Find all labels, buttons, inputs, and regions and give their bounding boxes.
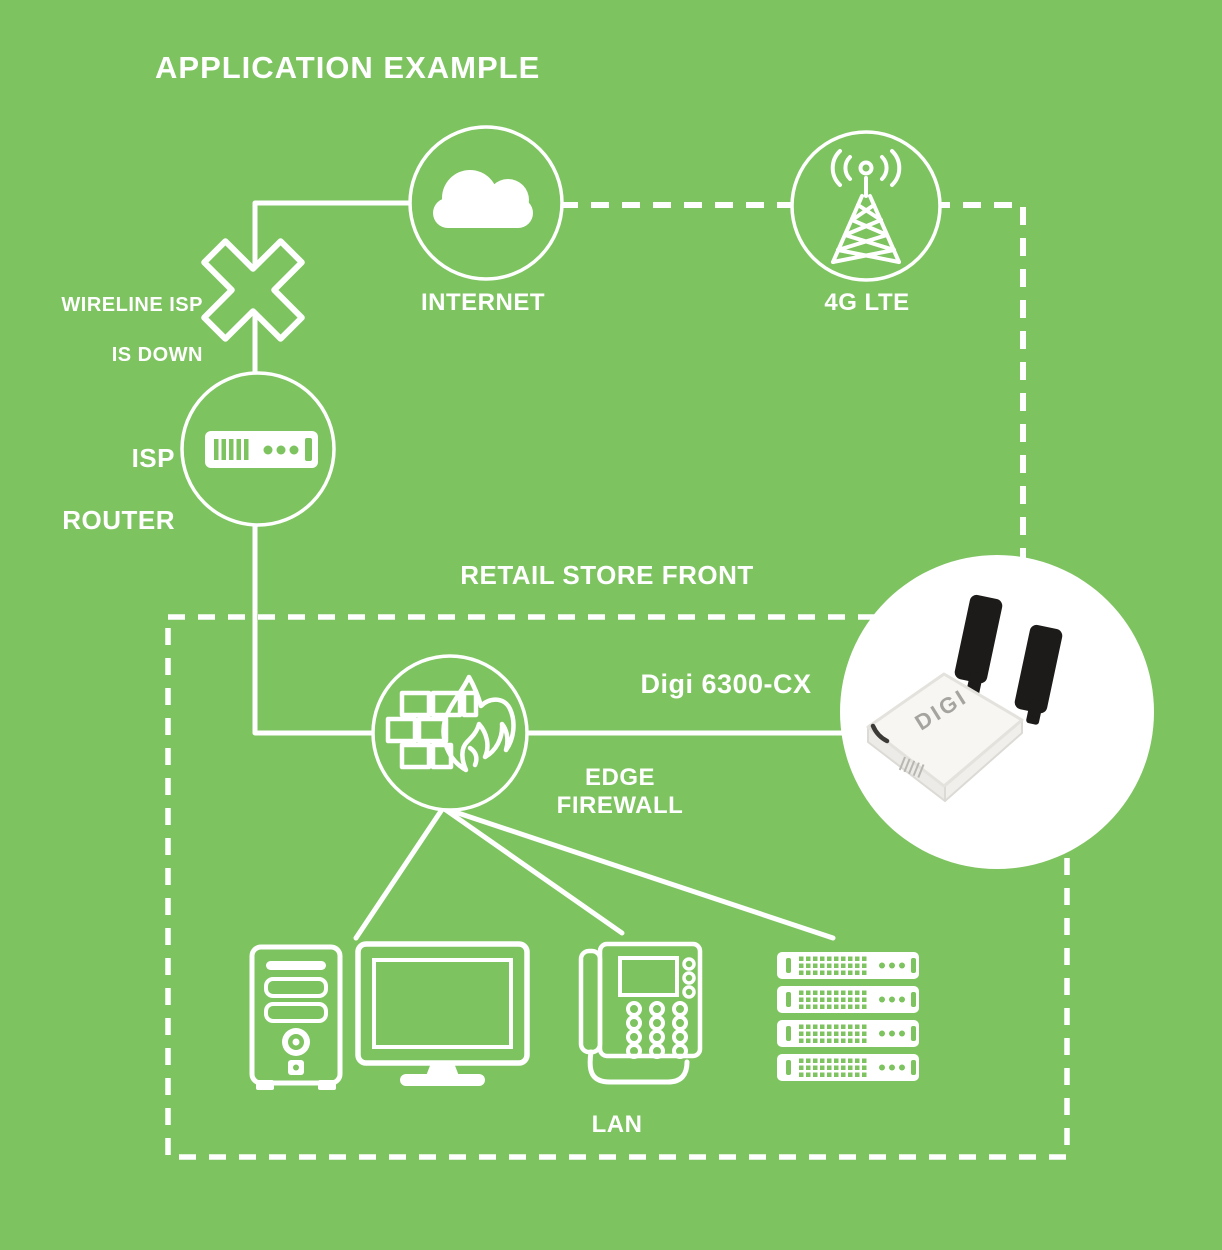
cloud-icon — [433, 170, 533, 228]
isp-router-node — [180, 371, 336, 527]
lan-server-stack-icon — [777, 952, 919, 1081]
lan-desk-phone-icon — [578, 941, 703, 1085]
dashed-connector-internet-to-lte — [560, 202, 1026, 560]
server-unit — [777, 952, 919, 979]
failure-x-icon — [201, 238, 305, 342]
isp-router-label-line2: ROUTER — [62, 505, 175, 535]
router-icon — [205, 431, 318, 468]
edge-firewall-node — [371, 654, 529, 812]
lte-node — [790, 130, 942, 282]
isp-router-label: ISP ROUTER — [15, 412, 175, 567]
isp-router-label-line1: ISP — [131, 443, 175, 473]
lan-label: LAN — [591, 1111, 643, 1138]
device-body: DIGI — [866, 672, 1024, 802]
solid-connector-internet-to-router — [252, 200, 412, 376]
solid-connector-router-to-firewall — [252, 522, 376, 736]
digi-device-photo: DIGI — [840, 555, 1154, 869]
cell-tower-icon — [830, 149, 902, 264]
wireline-down-note: WIRELINE ISP IS DOWN — [33, 268, 203, 393]
server-unit — [777, 986, 919, 1013]
page-title: APPLICATION EXAMPLE — [155, 50, 541, 85]
lan-pc-tower-icon — [249, 944, 343, 1090]
device-antenna-right-icon — [1014, 624, 1063, 725]
retail-zone-label: RETAIL STORE FRONT — [460, 560, 754, 590]
product-label: Digi 6300-CX — [640, 669, 812, 699]
lan-monitor-icon — [355, 941, 530, 1086]
fan-connectors-firewall-to-lan — [353, 805, 836, 941]
edge-firewall-label: EDGE FIREWALL — [556, 764, 684, 819]
server-unit — [777, 1020, 919, 1047]
server-unit — [777, 1054, 919, 1081]
internet-node — [408, 125, 564, 281]
wireline-down-note-line2: IS DOWN — [111, 344, 203, 366]
device-grille — [898, 756, 925, 778]
lte-label: 4G LTE — [824, 289, 910, 316]
firewall-flame-icon — [385, 674, 516, 773]
internet-label: INTERNET — [421, 289, 545, 316]
wireline-down-note-line1: WIRELINE ISP — [61, 294, 203, 316]
